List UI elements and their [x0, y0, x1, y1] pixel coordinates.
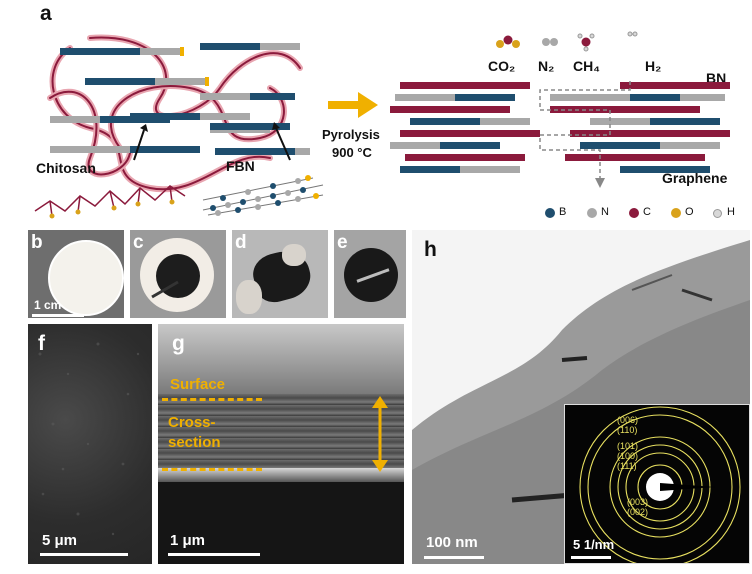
panel-f-scale-bar: [40, 553, 128, 556]
panel-f-sem: f 5 μm: [28, 324, 152, 564]
fbn-lattice: [202, 175, 324, 216]
oxygen-legend-label: O: [685, 206, 694, 218]
co2-label: CO₂: [488, 58, 516, 74]
panel-g-sem: Surface Cross- section g 1 μm: [158, 324, 404, 564]
ring-label-006: (006): [617, 415, 639, 425]
saed-inset: (006) (110) (101) (100) (111) (003) (002…: [564, 404, 750, 564]
panel-h-scale-label: 100 nm: [426, 534, 478, 551]
saed-ring-labels-top: (006) (110) (101) (100) (111): [617, 415, 638, 471]
cross-section-label-line1: Cross-: [168, 414, 216, 431]
panel-g-label: g: [172, 332, 185, 355]
carbon-legend-dot: [629, 208, 639, 218]
ring-label-003: (003): [627, 497, 649, 507]
cross-section-label-line2: section: [168, 434, 221, 451]
panel-d-photo: d: [232, 230, 328, 318]
panel-g-scale-label: 1 μm: [170, 532, 206, 549]
panel-h-tem: h 100 nm (006) (110) (101) (100) (111) (…: [412, 230, 750, 564]
oxygen-legend-dot: [671, 208, 681, 218]
surface-texture: [38, 342, 140, 536]
nitrogen-legend-label: N: [601, 206, 609, 218]
nitrogen-legend-dot: [587, 208, 597, 218]
bn-graphene-stack: [390, 80, 730, 188]
fbn-label: FBN: [226, 158, 255, 174]
panel-c-label: c: [133, 232, 144, 253]
ring-label-101: (101): [617, 441, 639, 451]
pyrolysis-arrow: [328, 92, 378, 118]
panel-e-label: e: [337, 232, 348, 253]
temperature-label: 900 °C: [332, 145, 372, 160]
white-membrane-disc: [48, 240, 124, 316]
ch4-label: CH₄: [573, 58, 600, 74]
hydrogen-legend-label: H: [727, 206, 735, 218]
panel-a-label: a: [40, 2, 52, 25]
panel-g-scale-bar: [168, 553, 260, 556]
hydrogen-legend-dot: [713, 209, 722, 218]
panel-e-photo: e: [334, 230, 406, 318]
chitosan-fbn-schematic: [47, 34, 310, 193]
panel-b-photo: b 1 cm: [28, 230, 124, 318]
panel-a: a Chitosan FBN: [0, 0, 752, 228]
n2-label: N₂: [538, 58, 555, 74]
ring-label-100: (100): [617, 451, 639, 461]
thickness-arrow: [372, 396, 388, 472]
saed-scale-bar: [571, 556, 611, 559]
upper-surface-region: [158, 324, 404, 394]
chitosan-label: Chitosan: [36, 160, 96, 176]
cross-section-region: [158, 394, 404, 474]
graphene-label: Graphene: [662, 170, 728, 186]
finger-right: [282, 244, 306, 266]
boron-legend-label: B: [559, 206, 567, 218]
pyrolysis-label: Pyrolysis: [322, 127, 380, 142]
panel-b-scale-label: 1 cm: [34, 298, 62, 312]
panel-b-label: b: [31, 232, 43, 253]
ring-label-111: (111): [617, 461, 637, 471]
panel-d-label: d: [235, 232, 247, 253]
panel-c-photo: c: [130, 230, 226, 318]
bottom-edge: [158, 468, 404, 482]
panel-h-scale-bar: [424, 556, 484, 559]
diffraction-rings: [579, 406, 741, 563]
panel-h-label: h: [424, 238, 437, 261]
atom-legend: B N C O H: [545, 205, 750, 221]
panel-f-label: f: [38, 332, 45, 355]
panel-b-scale-bar: [32, 314, 84, 317]
pointer-arrows: [133, 122, 291, 161]
ring-label-002: (002): [627, 507, 649, 517]
surface-label: Surface: [170, 376, 226, 393]
saed-ring-labels-bottom: (003) (002): [627, 497, 648, 517]
carbon-legend-label: C: [643, 206, 651, 218]
chitosan-molecule: [34, 185, 186, 219]
h2-label: H₂: [645, 58, 662, 74]
surface-dashed-line: [162, 398, 262, 401]
boron-legend-dot: [545, 208, 555, 218]
finger-left: [236, 280, 262, 314]
gas-molecules: [496, 31, 638, 52]
panel-f-scale-label: 5 μm: [42, 532, 78, 549]
saed-scale-label: 5 1/nm: [573, 537, 615, 552]
bottom-dashed-line: [162, 468, 262, 471]
ring-label-110: (110): [617, 425, 638, 435]
